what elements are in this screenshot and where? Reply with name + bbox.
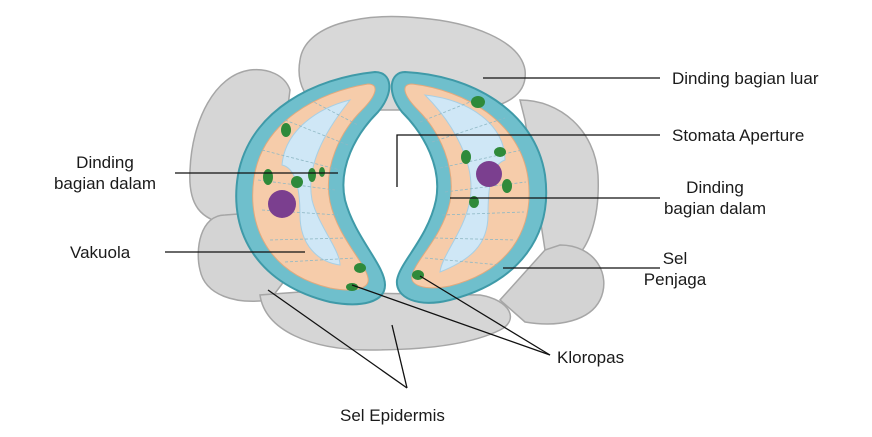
epidermis-cell-bottom	[260, 292, 510, 350]
label-inner-wall-right-line2: bagian dalam	[640, 198, 790, 219]
label-guard-cell: Sel Penjaga	[620, 248, 730, 290]
label-epidermis: Sel Epidermis	[340, 405, 445, 426]
label-inner-wall-right-line1: Dinding	[640, 177, 790, 198]
label-outer-wall: Dinding bagian luar	[672, 68, 819, 89]
label-inner-wall-right: Dinding bagian dalam	[640, 177, 790, 219]
label-inner-wall-left-line1: Dinding	[40, 152, 170, 173]
nucleus-right	[476, 161, 502, 187]
label-inner-wall-left: Dinding bagian dalam	[40, 152, 170, 194]
label-inner-wall-left-line2: bagian dalam	[40, 173, 170, 194]
label-chloroplast: Kloropas	[557, 347, 624, 368]
label-stomata-aperture: Stomata Aperture	[672, 125, 804, 146]
nucleus-left	[268, 190, 296, 218]
label-vacuole: Vakuola	[70, 242, 130, 263]
label-guard-cell-line1: Sel	[620, 248, 730, 269]
label-guard-cell-line2: Penjaga	[620, 269, 730, 290]
